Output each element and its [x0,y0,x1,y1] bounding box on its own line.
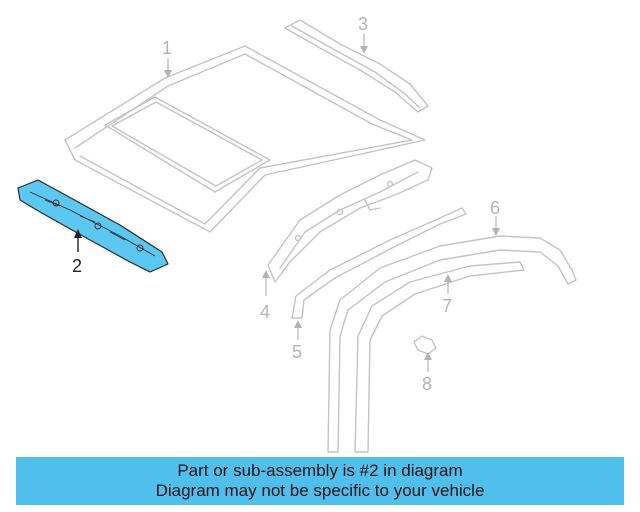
roof-panel [64,45,426,233]
banner-line-1: Part or sub-assembly is #2 in diagram [177,461,463,480]
weatherstrip [291,207,467,319]
callout-7: 7 [442,296,452,316]
callout-6: 6 [490,198,500,218]
door-molding [327,235,577,453]
callout-4: 4 [260,302,270,322]
pillar-bracket [267,159,433,283]
callout-1: 1 [162,38,172,58]
callout-2: 2 [72,256,82,276]
callout-8: 8 [422,374,432,394]
retainer-clip [413,335,437,355]
callout-3: 3 [358,14,368,34]
info-banner: Part or sub-assembly is #2 in diagram Di… [16,457,624,505]
banner-line-2: Diagram may not be specific to your vehi… [155,481,485,500]
leader-lines [74,34,500,372]
roof-rail-strip [284,19,429,113]
callout-5: 5 [292,342,302,362]
roof-cross-member [17,179,169,273]
